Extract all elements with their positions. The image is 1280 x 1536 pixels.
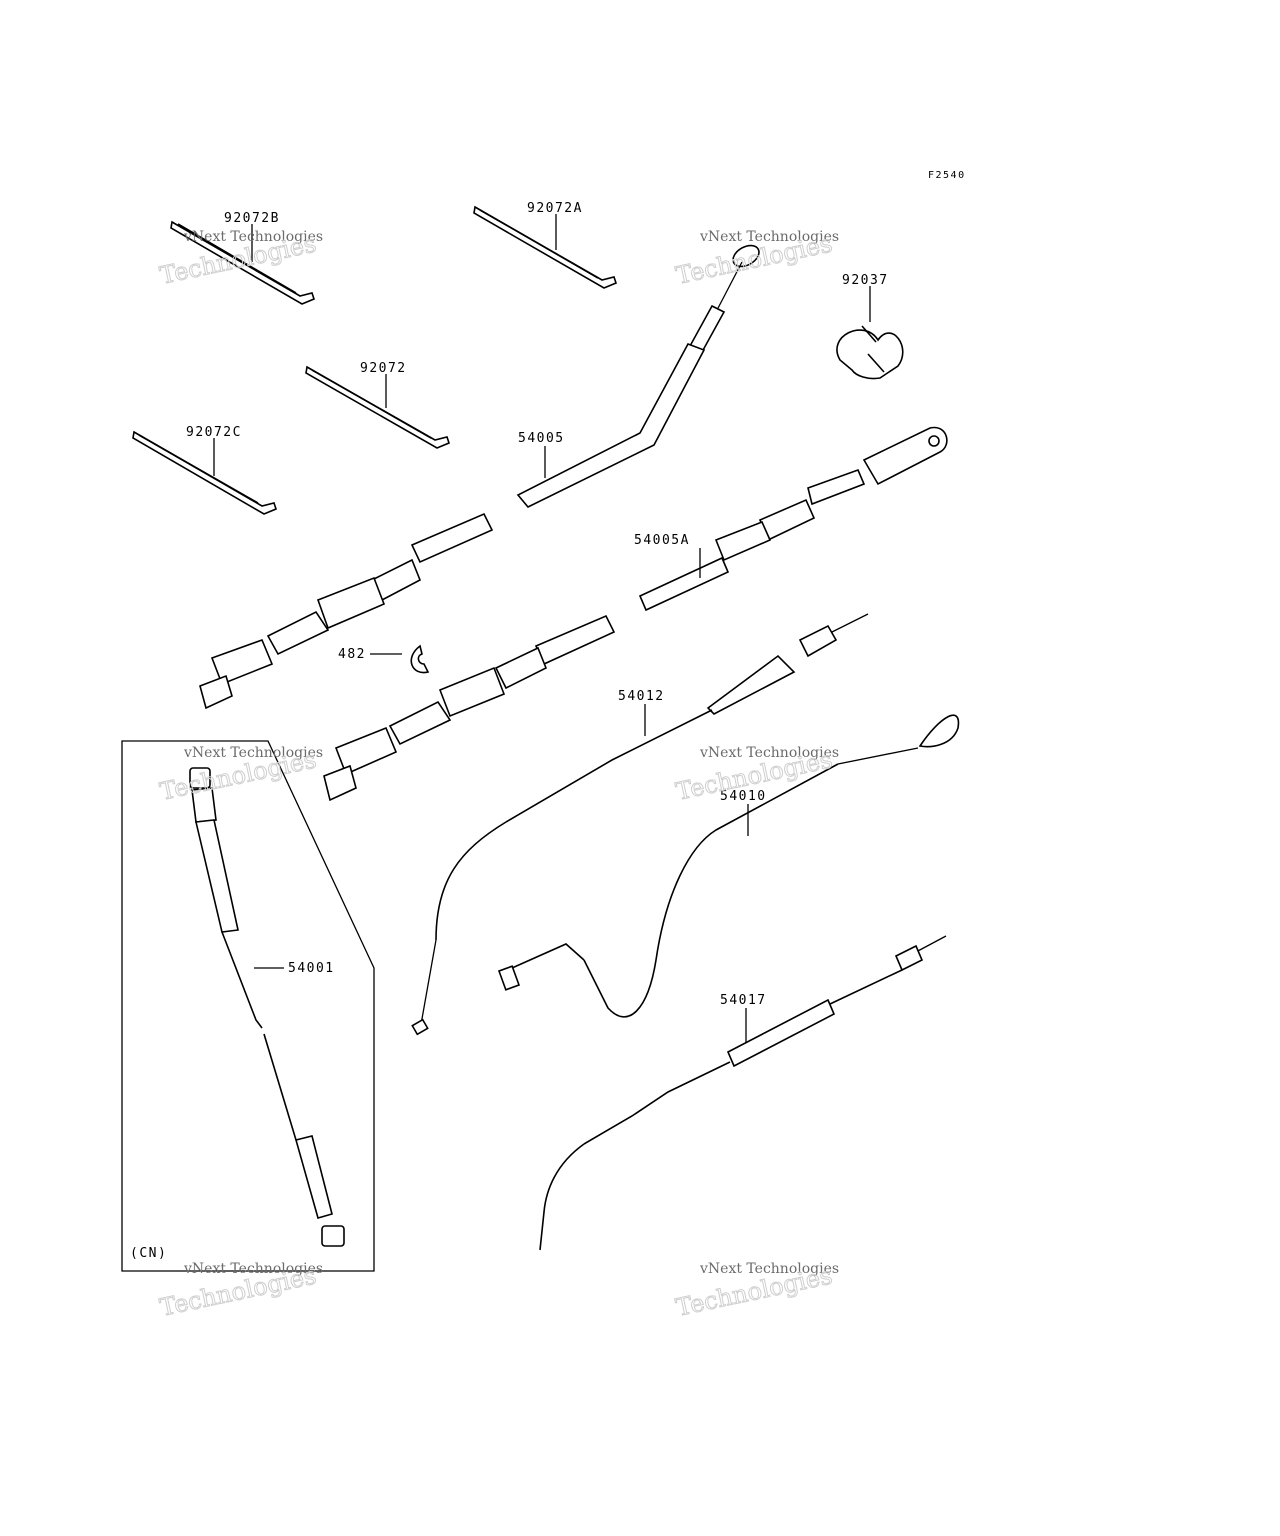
label-54001: 54001	[288, 961, 335, 976]
svg-text:vNext Technologies: vNext Technologies	[699, 229, 839, 245]
speedometer-cable-54001	[189, 767, 345, 1247]
cable-tie-92072b	[170, 220, 315, 305]
brake-cable-lower	[323, 614, 616, 802]
label-54005a: 54005A	[634, 533, 690, 548]
svg-text:vNext Technologies: vNext Technologies	[183, 745, 323, 761]
label-92072a: 92072A	[527, 201, 583, 216]
label-92072c: 92072C	[186, 425, 242, 440]
label-54005: 54005	[518, 431, 565, 446]
svg-text:vNext Technologies: vNext Technologies	[183, 1261, 323, 1277]
label-92072: 92072	[360, 361, 407, 376]
label-54017: 54017	[720, 993, 767, 1008]
brake-cable-upper	[199, 512, 494, 710]
watermark-6: vNext Technologies Technologies	[673, 1261, 839, 1322]
watermark-3: vNext Technologies Technologies	[157, 745, 323, 806]
figure-code: F2540	[928, 170, 966, 181]
label-54012: 54012	[618, 689, 665, 704]
clamp-92037	[836, 325, 904, 380]
watermark-2: vNext Technologies Technologies	[673, 229, 839, 290]
svg-text:vNext Technologies: vNext Technologies	[699, 1261, 839, 1277]
cable-tie-92072c	[132, 430, 277, 515]
cable-tie-92072a	[473, 205, 617, 289]
cable-54012	[411, 613, 869, 1036]
label-92037: 92037	[842, 273, 889, 288]
cable-54005a	[638, 426, 948, 612]
label-482: 482	[338, 647, 366, 662]
watermark-5: vNext Technologies Technologies	[157, 1261, 323, 1322]
cable-tie-92072	[305, 365, 450, 449]
watermark-1: vNext Technologies Technologies	[157, 229, 323, 290]
inset-label-cn: (CN)	[130, 1246, 167, 1261]
inset-frame	[121, 740, 375, 1272]
cable-54017	[539, 935, 947, 1251]
circlip-482	[410, 644, 430, 674]
svg-text:vNext Technologies: vNext Technologies	[183, 229, 323, 245]
label-92072b: 92072B	[224, 211, 280, 226]
svg-text:vNext Technologies: vNext Technologies	[699, 745, 839, 761]
label-54010: 54010	[720, 789, 767, 804]
cable-54010	[497, 714, 960, 1018]
cable-54005	[516, 244, 760, 508]
